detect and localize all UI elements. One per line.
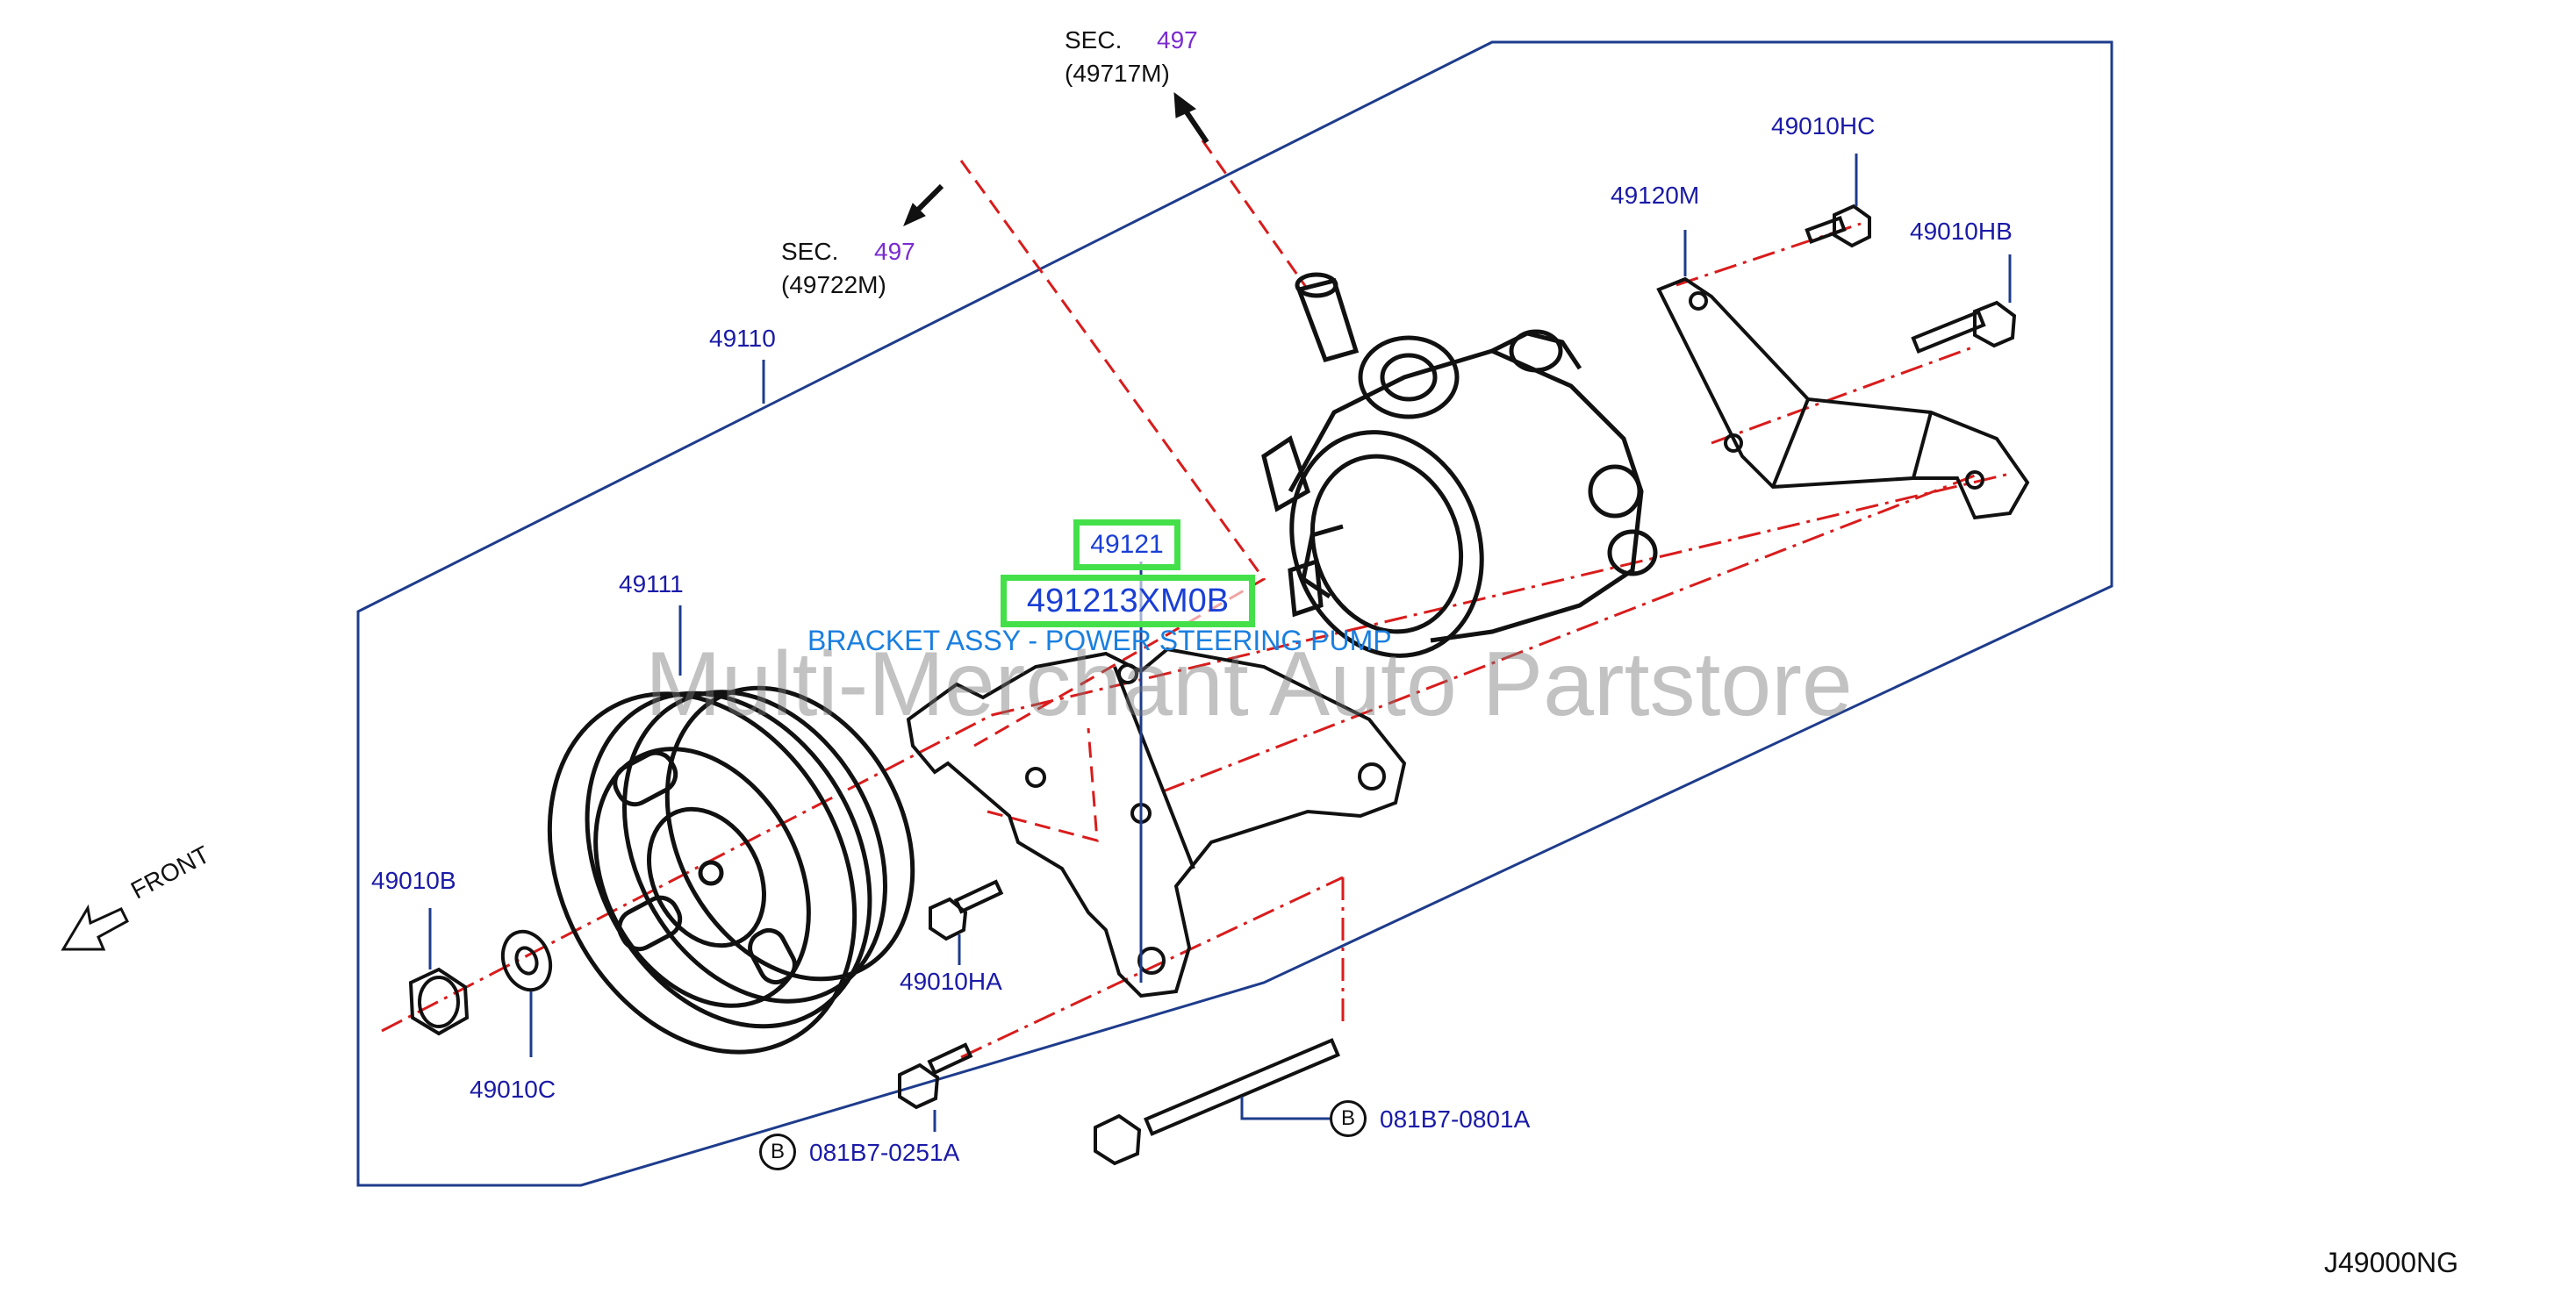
section-ref-sec-label: SEC.: [781, 238, 839, 265]
watermark-text: Multi-Merchant Auto Partstore: [645, 633, 1853, 735]
diagram-code: J49000NG: [2324, 1247, 2458, 1278]
callout-49111[interactable]: 49111: [619, 570, 684, 597]
callout-49010HB[interactable]: 49010HB: [1910, 218, 2013, 245]
pump-drawing: [1261, 272, 1658, 658]
section-ref-sec-label: SEC.: [1065, 26, 1123, 54]
section-ref-code: (49722M): [781, 271, 886, 298]
highlight-part-number[interactable]: 491213XM0B: [1001, 575, 1255, 627]
callout-bolt-b[interactable]: 081B7-0801A: [1380, 1105, 1531, 1133]
callout-49010HC[interactable]: 49010HC: [1771, 112, 1876, 140]
bolts-drawing: [898, 204, 2017, 1166]
section-lead-lines: [959, 140, 1310, 842]
leader-lines: [428, 154, 2012, 1132]
section-ref-number-link[interactable]: 497: [1157, 26, 1198, 54]
section-arrow-icon: [903, 91, 1209, 226]
front-arrow-icon: [61, 904, 129, 951]
nut-washer-drawing: [408, 929, 553, 1036]
bolt-marker-icon: B: [1330, 1100, 1367, 1137]
highlight-part-label[interactable]: 49121: [1073, 519, 1180, 570]
rear-bracket-drawing: [1656, 276, 2030, 520]
section-ref-number-link[interactable]: 497: [874, 238, 915, 265]
section-ref-code: (49717M): [1065, 60, 1170, 87]
callout-49010HA[interactable]: 49010HA: [900, 968, 1002, 995]
part-description: BRACKET ASSY - POWER STEERING PUMP: [807, 625, 1392, 656]
assembly-frame: [356, 40, 2113, 1187]
callout-bolt-a[interactable]: 081B7-0251A: [809, 1139, 960, 1166]
callout-49120M[interactable]: 49120M: [1611, 182, 1700, 209]
bracket-drawing: [906, 647, 1407, 998]
callout-49010C[interactable]: 49010C: [470, 1076, 556, 1103]
callout-49110[interactable]: 49110: [709, 325, 776, 352]
callout-49010B[interactable]: 49010B: [371, 867, 456, 894]
bolt-marker-icon: B: [759, 1134, 796, 1170]
pulley-drawing: [547, 685, 915, 1055]
